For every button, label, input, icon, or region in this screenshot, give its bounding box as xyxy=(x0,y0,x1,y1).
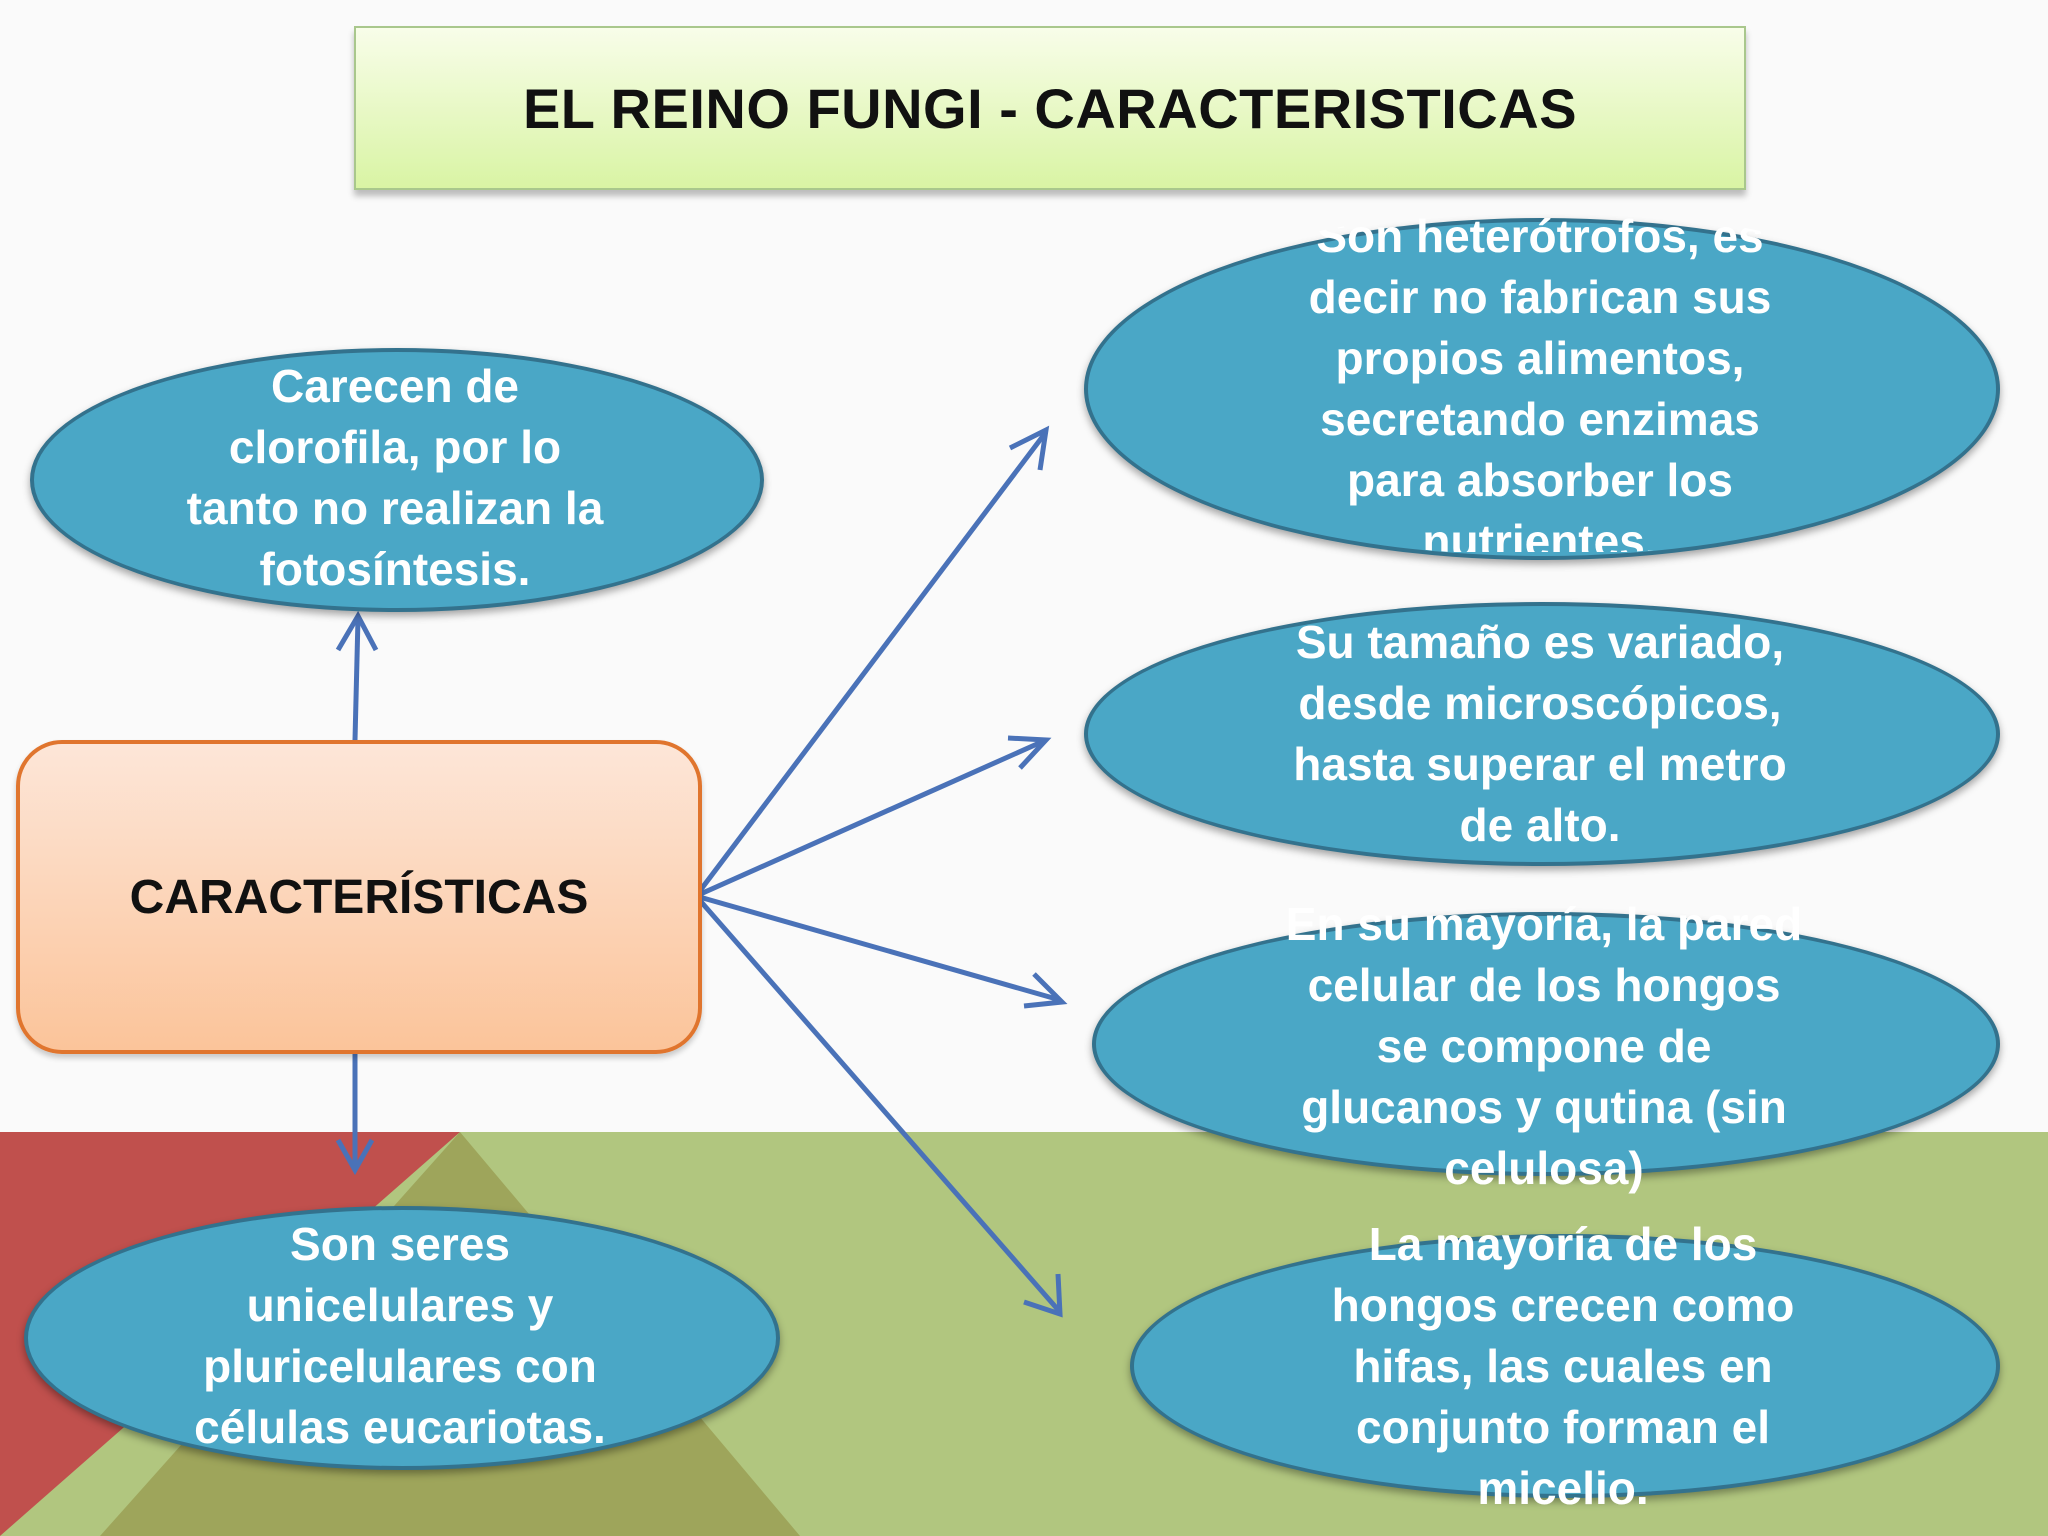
node-right-4-ellipse xyxy=(1130,1234,2000,1498)
node-right-4-text: La mayoría de los hongos crecen como hif… xyxy=(1331,1218,1795,1514)
node-bottom-left-ellipse xyxy=(24,1206,780,1470)
node-right-2-ellipse xyxy=(1084,602,2000,866)
node-right-3-ellipse xyxy=(1092,912,2000,1176)
node-right-1-ellipse xyxy=(1084,218,2000,560)
node-bottom-left-text: Son seres unicelulares y pluricelulares … xyxy=(194,1218,606,1453)
center-node: CARACTERÍSTICAS xyxy=(16,740,702,1054)
node-right-2-text: Su tamaño es variado, desde microscópico… xyxy=(1293,616,1787,851)
title-banner: EL REINO FUNGI - CARACTERISTICAS xyxy=(354,26,1746,190)
node-right-3-text: En su mayoría, la pared celular de los h… xyxy=(1285,898,1803,1194)
node-right-1-text: Son heterótrofos, es decir no fabrican s… xyxy=(1308,210,1772,552)
center-label: CARACTERÍSTICAS xyxy=(129,870,589,924)
page-title: EL REINO FUNGI - CARACTERISTICAS xyxy=(522,76,1578,140)
node-top-left-ellipse xyxy=(30,348,764,612)
node-top-left-text: Carecen de clorofila, por lo tanto no re… xyxy=(186,360,604,595)
